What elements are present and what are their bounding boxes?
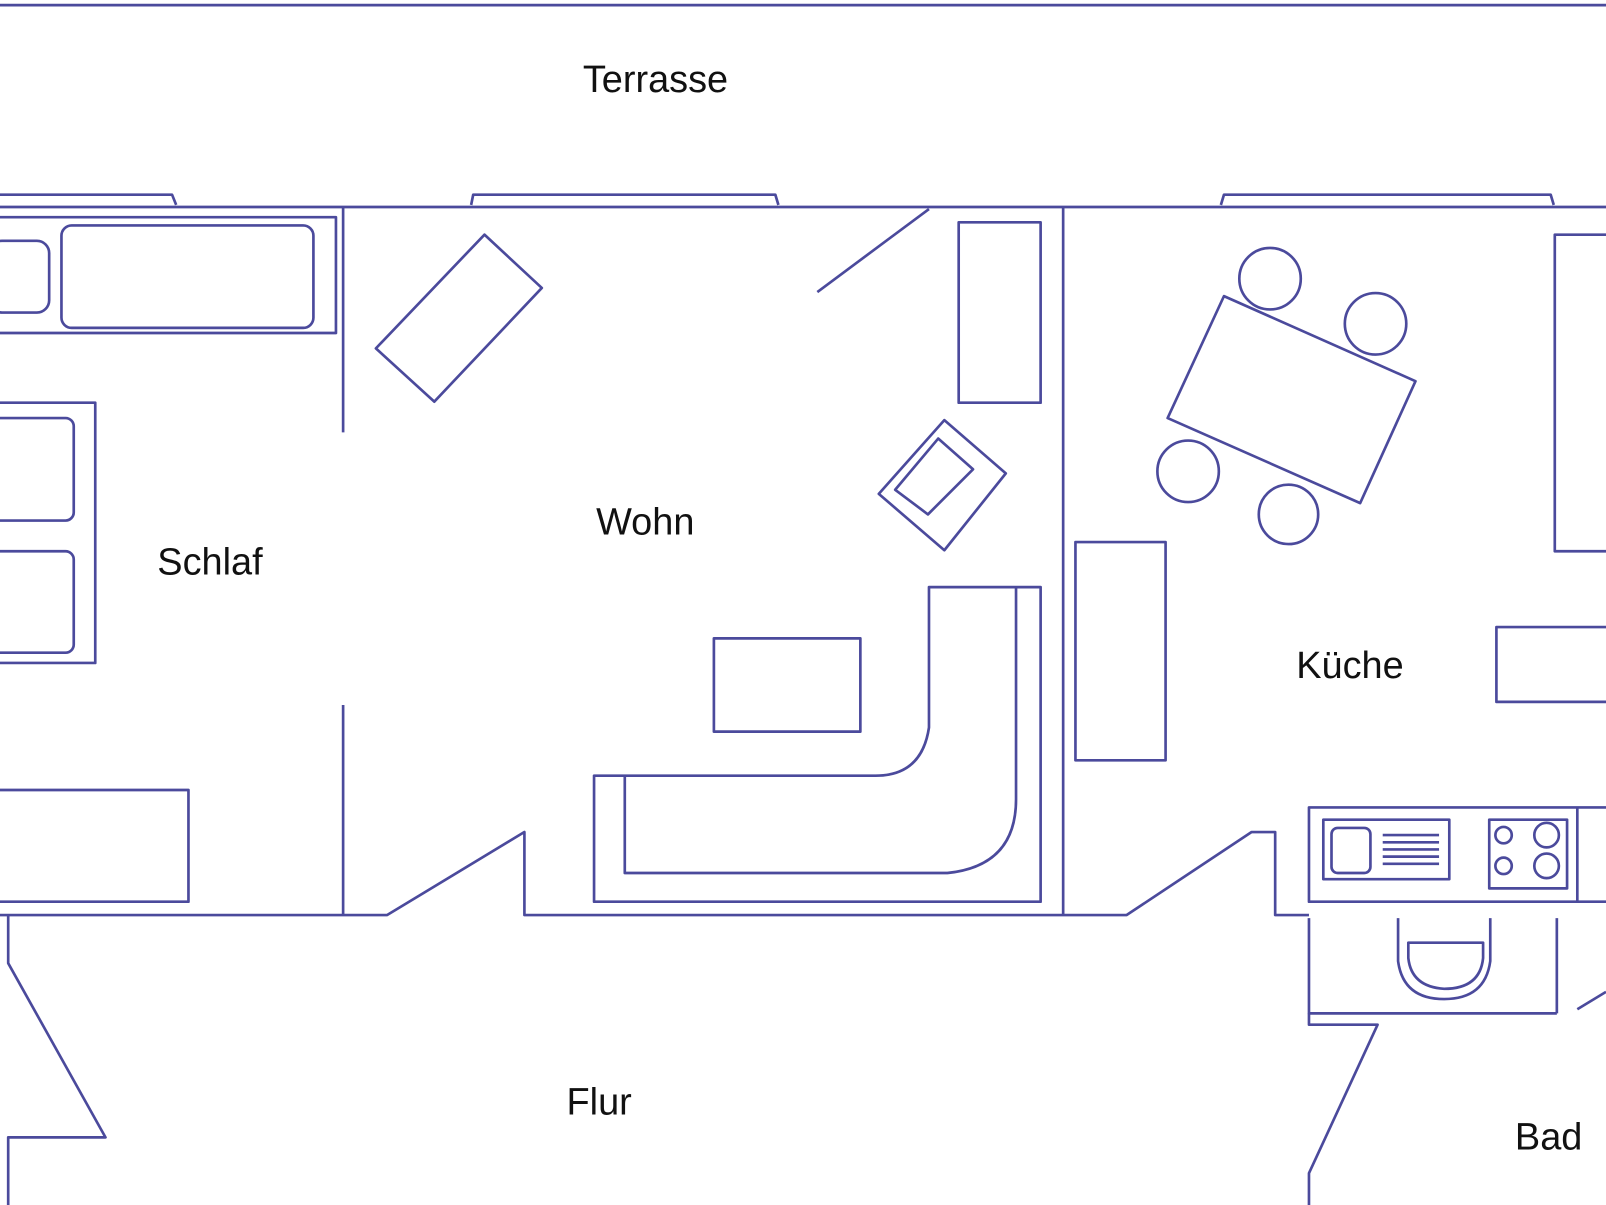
- cooktop-icon: [1487, 818, 1569, 890]
- label-kueche: Küche: [1296, 645, 1403, 687]
- shelf-angled: [374, 233, 544, 403]
- door-swing: [816, 207, 930, 294]
- desk: [0, 788, 190, 904]
- sideboard: [1074, 540, 1167, 762]
- dining-set: [1156, 246, 1417, 546]
- toilet-icon: [1396, 918, 1492, 1001]
- armchair: [877, 418, 1008, 552]
- coffee-table: [712, 637, 862, 733]
- cabinet: [957, 221, 1042, 405]
- label-terrasse: Terrasse: [583, 59, 728, 101]
- label-schlaf: Schlaf: [157, 542, 263, 584]
- label-cut-off: l: [0, 1039, 2, 1081]
- window: [1219, 193, 1556, 206]
- exterior-wall: [0, 193, 1606, 209]
- bed: [0, 401, 97, 665]
- label-flur: Flur: [567, 1082, 632, 1124]
- wardrobe: [0, 215, 338, 335]
- label-wohn: Wohn: [596, 502, 694, 544]
- tall-cabinet: [1553, 233, 1606, 553]
- window: [469, 193, 780, 206]
- counter: [1495, 625, 1606, 704]
- corner-sofa: [592, 585, 1042, 904]
- interior-walls: [0, 206, 1606, 1205]
- label-bad: Bad: [1515, 1116, 1582, 1158]
- kitchen-counter: [1307, 806, 1606, 904]
- window: [0, 193, 178, 206]
- sink-icon: [1321, 818, 1451, 881]
